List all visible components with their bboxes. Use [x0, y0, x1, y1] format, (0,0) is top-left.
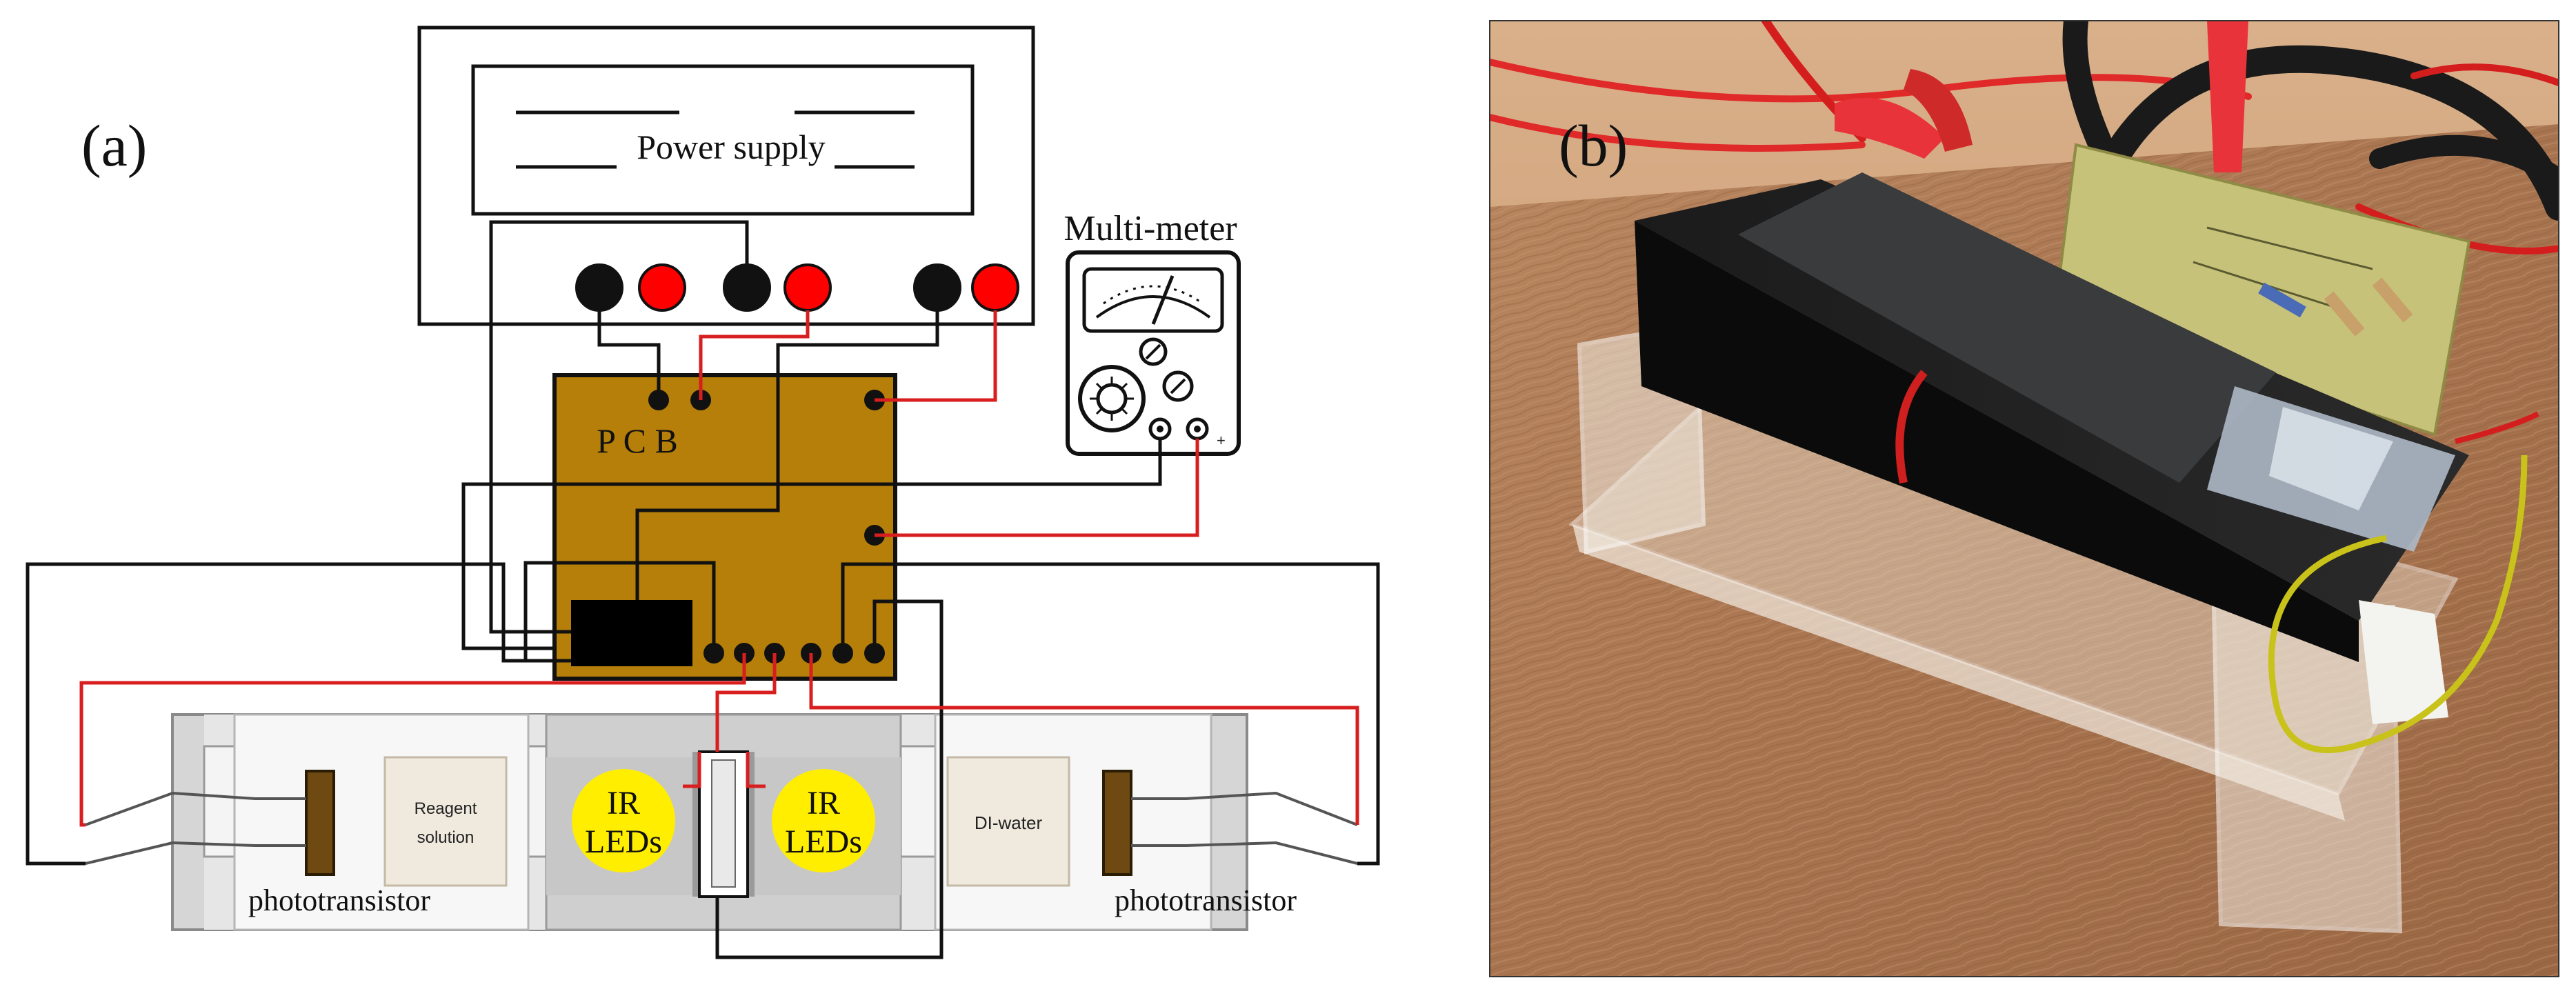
svg-text:IR: IR [607, 785, 640, 821]
panel-b-photo: (b) [1489, 20, 2559, 977]
yellow-wire [2268, 455, 2528, 753]
power-supply-outer-frame [417, 26, 1035, 326]
svg-text:+: + [1217, 432, 1226, 449]
pcb-chip [571, 600, 692, 666]
power-supply-panel [471, 64, 975, 216]
ir-led-left [572, 769, 675, 872]
power-supply-display-lines [516, 110, 915, 169]
reagent-cuvette [383, 756, 508, 887]
black-wires [26, 220, 1380, 959]
panel-a-label: (a) [81, 112, 147, 179]
di-water-cuvette [946, 756, 1070, 887]
multimeter-label: Multi-meter [1064, 209, 1237, 248]
ir-led-right [772, 769, 875, 872]
alligator-clips [1835, 21, 2248, 172]
terminal-black-1 [575, 263, 623, 312]
reagent-label-line2: solution [417, 828, 475, 847]
cuvette-holder: Reagent solution DI-water IR LEDs IR LED… [85, 713, 1358, 931]
di-water-label: DI-water [975, 812, 1043, 833]
svg-text:LEDs: LEDs [585, 824, 662, 860]
red-wires [79, 310, 1359, 827]
svg-text:IR: IR [807, 785, 840, 821]
phototransistor-left [305, 770, 335, 876]
reagent-label-line1: Reagent [415, 799, 477, 818]
panel-b-label: (b) [1559, 112, 1628, 179]
terminal-red-1 [638, 263, 686, 312]
panel-a-schematic: (a) Power supply Multi-meter [26, 26, 1380, 959]
svg-text:LEDs: LEDs [785, 824, 862, 860]
felt-cover [1738, 172, 2276, 483]
terminal-red-2 [783, 263, 832, 312]
phototransistor-label-left: phototransistor [248, 884, 430, 917]
power-terminals [575, 263, 1019, 312]
pcb-label: P C B [597, 421, 678, 460]
phototransistor-label-right: phototransistor [1115, 884, 1297, 917]
terminal-red-3 [971, 263, 1019, 312]
terminal-black-3 [913, 263, 961, 312]
power-supply-label: Power supply [637, 128, 826, 166]
multimeter: Multi-meter + [1064, 209, 1241, 456]
phototransistor-right [1102, 770, 1132, 876]
